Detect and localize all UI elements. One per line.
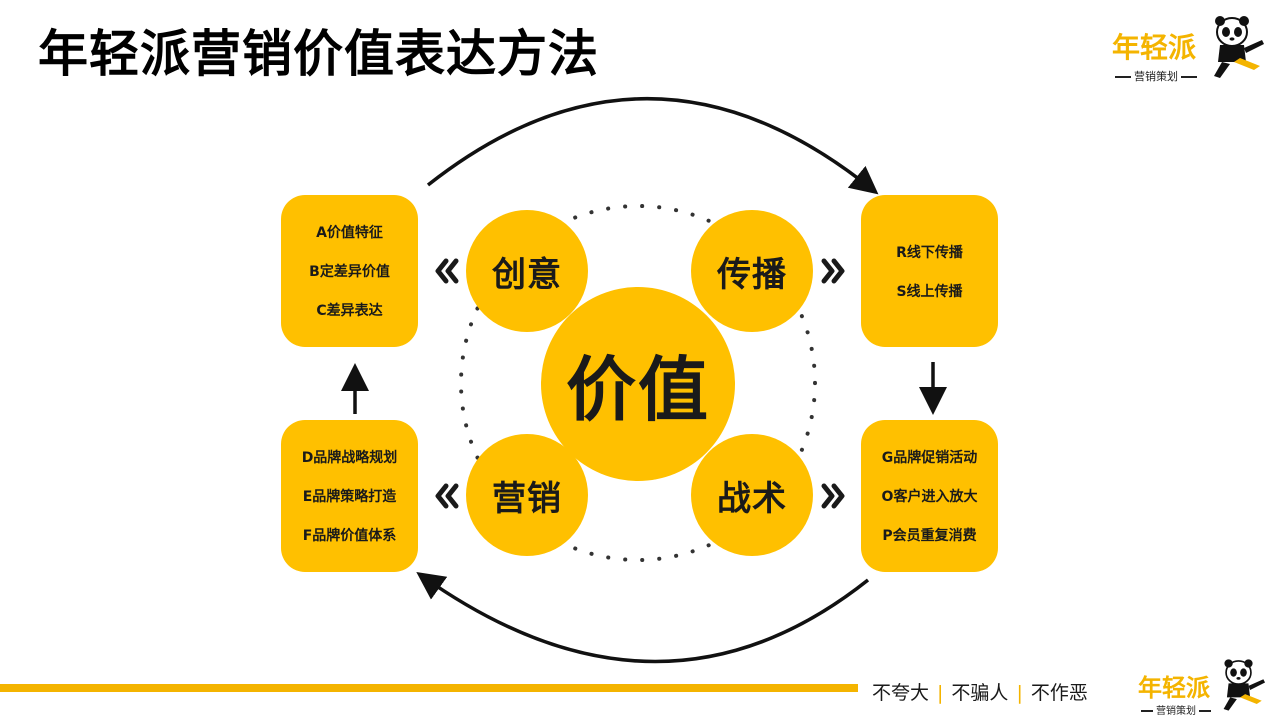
chevron-left-icon: [435, 258, 459, 284]
slogan-item: 不骗人: [951, 682, 1009, 704]
chevron-right-icon: [821, 258, 845, 284]
brand-strategy-box: D品牌战略规划 E品牌策略打造 F品牌价值体系: [281, 420, 418, 572]
box-item: C差异表达: [316, 303, 383, 319]
box-item: D品牌战略规划: [301, 450, 398, 466]
logo-text: 年轻派: [1138, 674, 1210, 702]
box-item: A价值特征: [316, 225, 383, 241]
box-item: G品牌促销活动: [881, 450, 978, 466]
cycle-arrow-top: [426, 97, 879, 195]
box-item: F品牌价值体系: [302, 528, 397, 544]
box-item: S线上传播: [896, 283, 963, 300]
value-center-circle: 价值: [541, 287, 735, 481]
chevron-left-icon: [435, 483, 459, 509]
slogan: 不夸大 | 不骗人 | 不作恶: [872, 678, 1088, 705]
box-item: O客户进入放大: [881, 489, 978, 505]
marketing-circle: 营销: [466, 434, 588, 556]
cycle-arrow-bottom: [416, 571, 870, 664]
logo-subtitle: 营销策划: [1112, 68, 1200, 84]
slogan-item: 不夸大: [872, 682, 930, 704]
slogan-divider: |: [937, 682, 944, 704]
logo-subtitle: 营销策划: [1138, 702, 1214, 717]
slogan-item: 不作恶: [1030, 682, 1088, 704]
chevron-right-icon: [821, 483, 845, 509]
creativity-circle: 创意: [466, 210, 588, 332]
dotted-orbit: [459, 204, 817, 562]
panda-mascot-icon: [1214, 16, 1264, 78]
box-item: R线下传播: [896, 244, 963, 261]
communication-box: R线下传播 S线上传播: [861, 195, 998, 347]
page-title: 年轻派营销价值表达方法: [38, 25, 599, 83]
communication-circle: 传播: [691, 210, 813, 332]
box-item: E品牌策略打造: [302, 489, 397, 505]
slogan-divider: |: [1016, 682, 1023, 704]
logo-text: 年轻派: [1112, 31, 1197, 64]
value-box: A价值特征 B定差异价值 C差异表达: [281, 195, 418, 347]
box-item: P会员重复消费: [882, 528, 977, 544]
footer-bar: [0, 684, 858, 692]
brand-logo-footer: 年轻派 营销策划: [1138, 656, 1270, 717]
panda-mascot-icon: [1223, 659, 1266, 711]
box-item: B定差异价值: [309, 264, 390, 280]
tactics-box: G品牌促销活动 O客户进入放大 P会员重复消费: [861, 420, 998, 572]
tactics-circle: 战术: [691, 434, 813, 556]
brand-logo: 年轻派 营销策划: [1112, 12, 1270, 84]
